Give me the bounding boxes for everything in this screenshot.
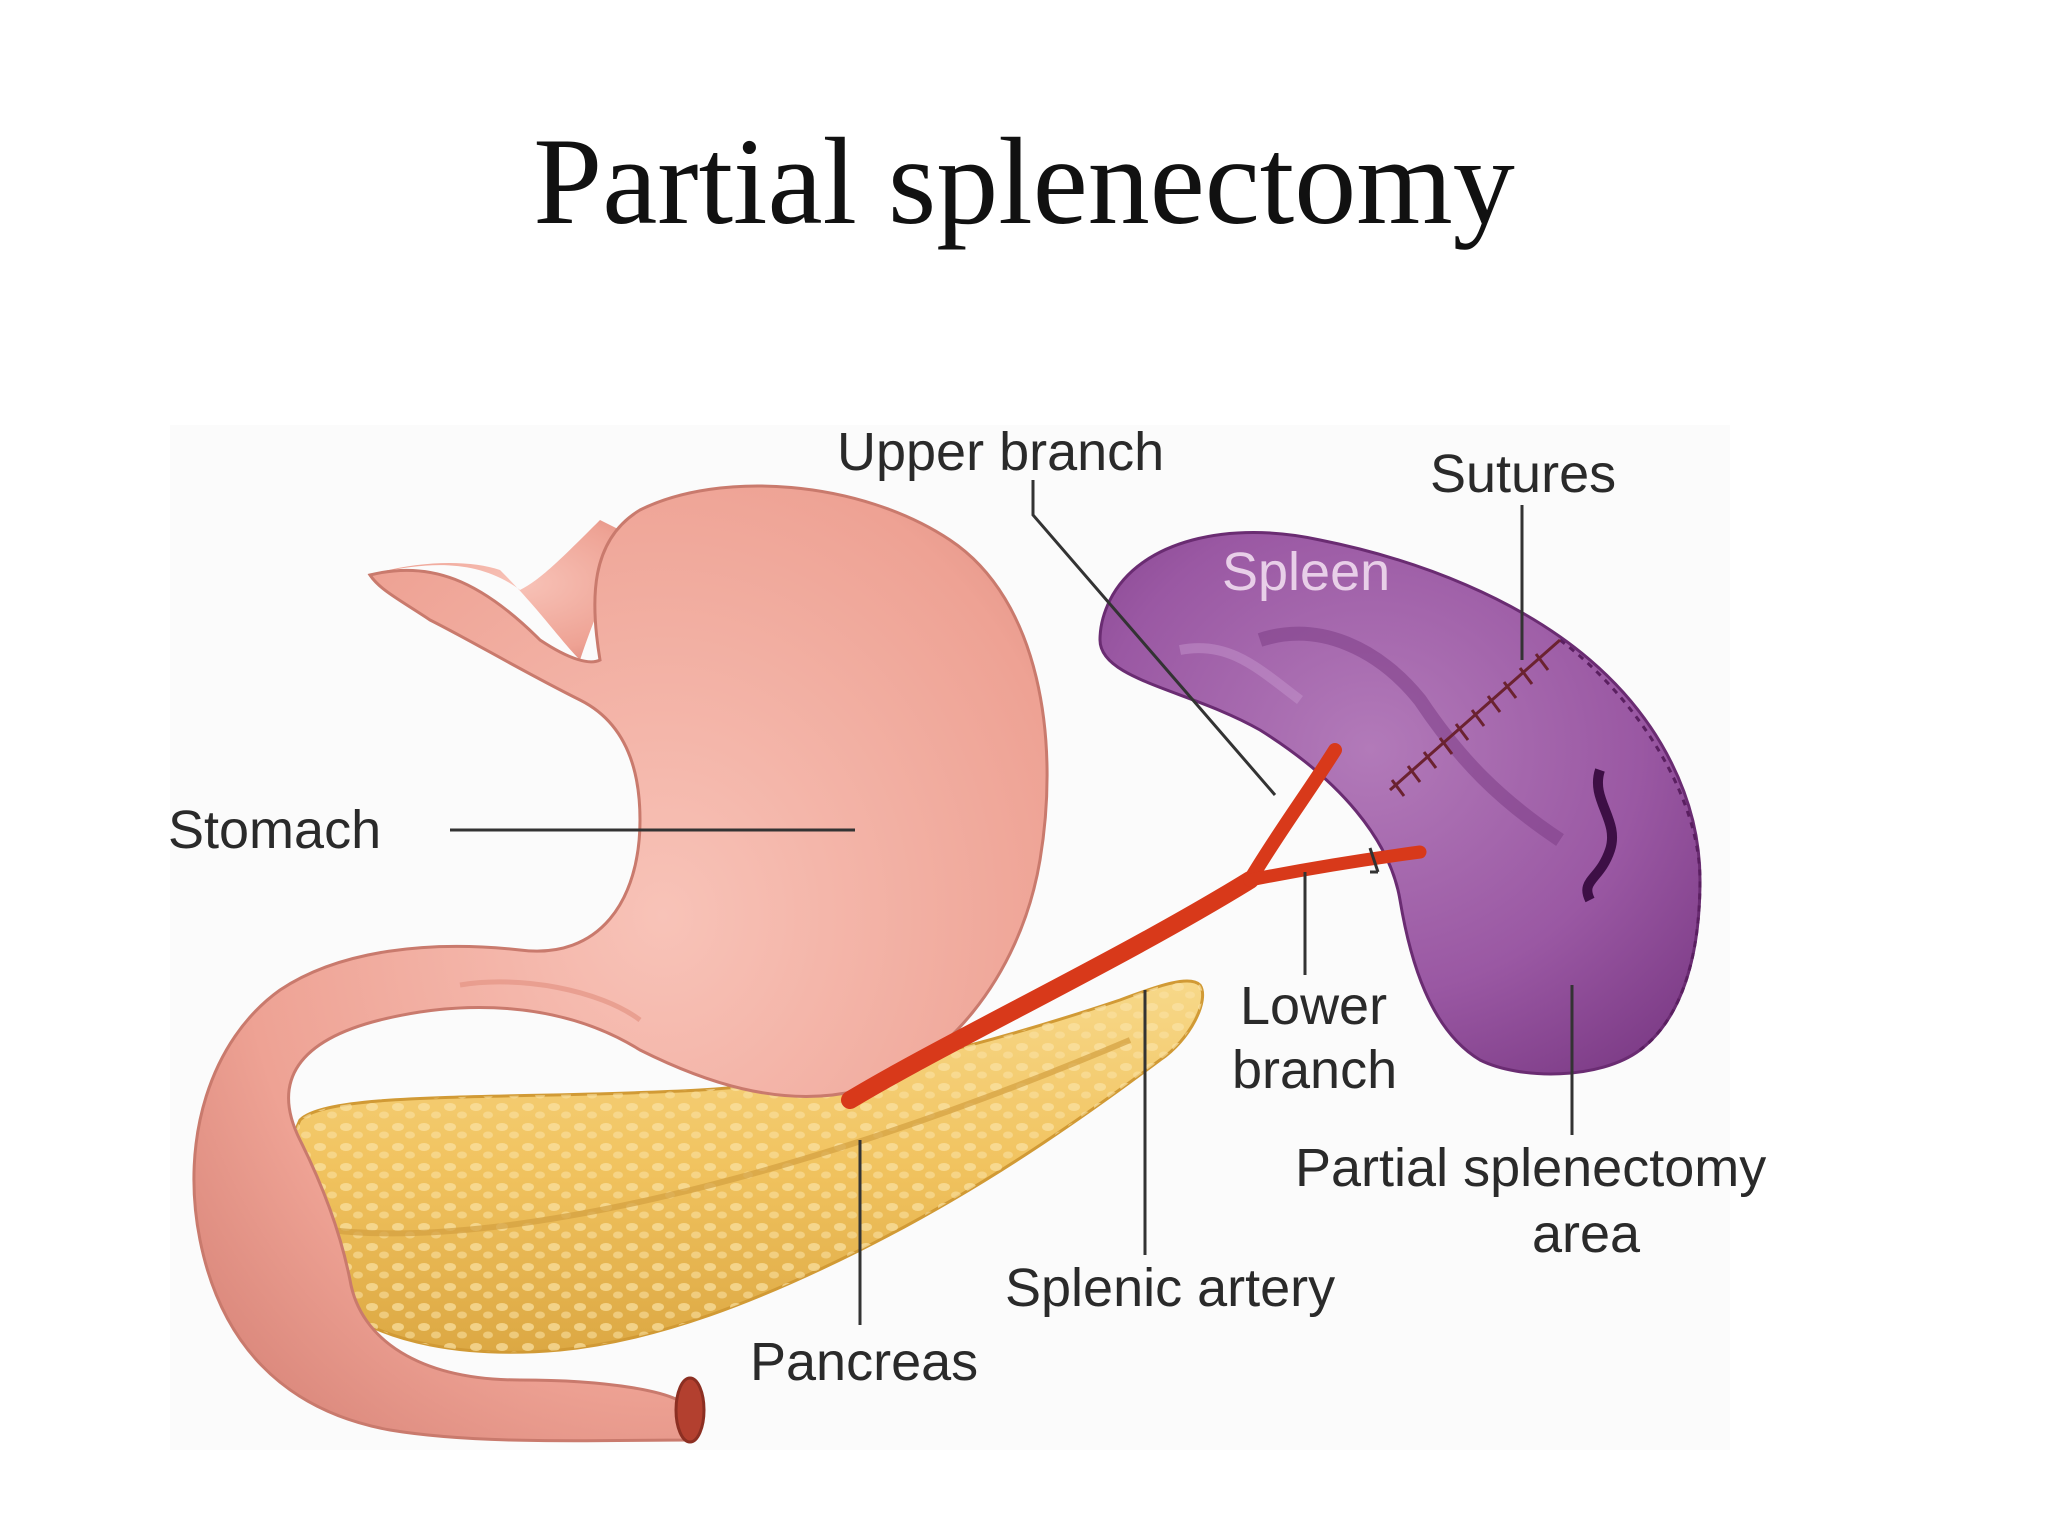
- stomach-shape: [192, 484, 1049, 1444]
- slide-title: Partial splenectomy: [533, 113, 1515, 250]
- splenic-artery-shape: [841, 743, 1427, 1109]
- label-stomach: Stomach: [168, 800, 381, 860]
- label-sutures: Sutures: [1430, 444, 1616, 504]
- label-upper-branch: Upper branch: [837, 422, 1164, 482]
- label-splenic-artery: Splenic artery: [1005, 1258, 1335, 1318]
- label-spleen: Spleen: [1222, 542, 1390, 602]
- label-partial-area-line1: Partial splenectomy: [1295, 1138, 1766, 1198]
- label-pancreas: Pancreas: [750, 1332, 978, 1392]
- label-lower-branch-line2: branch: [1232, 1040, 1397, 1100]
- label-lower-branch-line1: Lower: [1240, 976, 1387, 1036]
- label-partial-area-line2: area: [1532, 1204, 1641, 1264]
- spleen-shape: [1098, 531, 1702, 1076]
- pancreas-shape: [288, 979, 1205, 1354]
- leader-upper-branch: [1031, 480, 1277, 796]
- leader-lines: [450, 480, 1574, 1325]
